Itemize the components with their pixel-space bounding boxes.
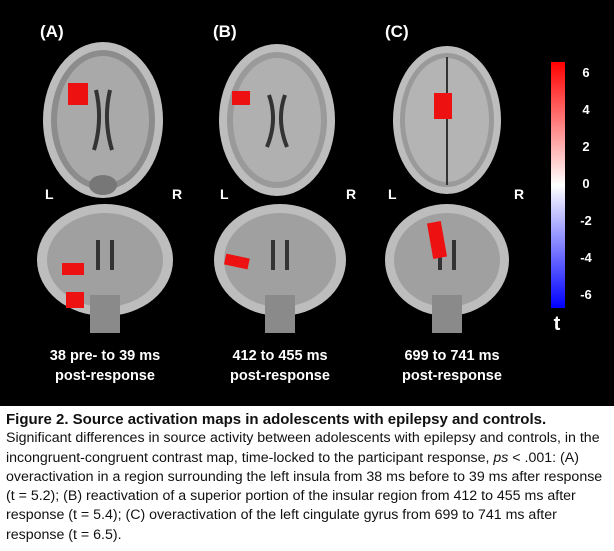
activation-blob	[224, 253, 250, 270]
caption-body-2: < .001: (A) overactivation in a region s…	[6, 449, 603, 543]
colorbar-tick: 4	[582, 102, 590, 117]
coronal-brain-b	[214, 204, 346, 333]
axial-brain-b	[219, 44, 335, 196]
colorbar-tick: 0	[582, 176, 590, 191]
right-marker: R	[346, 186, 357, 202]
colorbar-tick: 6	[582, 65, 590, 80]
panel-label-a: (A)	[40, 22, 64, 41]
right-marker: R	[172, 186, 183, 202]
left-marker: L	[220, 186, 229, 202]
colorbar-tick: -2	[580, 213, 592, 228]
coronal-brain-c	[385, 204, 509, 333]
activation-blob	[62, 263, 84, 275]
coronal-brain-a	[37, 204, 173, 333]
panel-label-c: (C)	[385, 22, 409, 41]
colorbar-tick: -4	[580, 250, 592, 265]
activation-blob	[66, 292, 84, 308]
activation-blob	[68, 83, 88, 105]
left-marker: L	[45, 186, 54, 202]
figure-caption: Figure 2. Source activation maps in adol…	[6, 410, 611, 545]
colorbar	[551, 62, 565, 308]
caption-ps: ps	[493, 449, 509, 466]
colorbar-tick: -6	[580, 287, 592, 302]
figure-panel: (A) (B) (C) L R L R L R 38 pre- to 3	[0, 0, 614, 406]
activation-blob	[434, 93, 452, 119]
left-marker: L	[388, 186, 397, 202]
caption-title: Figure 2. Source activation maps in adol…	[6, 411, 547, 428]
caption-body: Significant differences in source activi…	[6, 430, 600, 466]
colorbar-label: t	[553, 313, 561, 335]
axial-brain-a	[43, 42, 163, 198]
axial-brain-c	[393, 46, 501, 194]
activation-blob	[426, 221, 448, 259]
panel-label-b: (B)	[213, 22, 237, 41]
activation-blob	[232, 91, 250, 105]
right-marker: R	[514, 186, 525, 202]
colorbar-tick: 2	[582, 139, 590, 154]
